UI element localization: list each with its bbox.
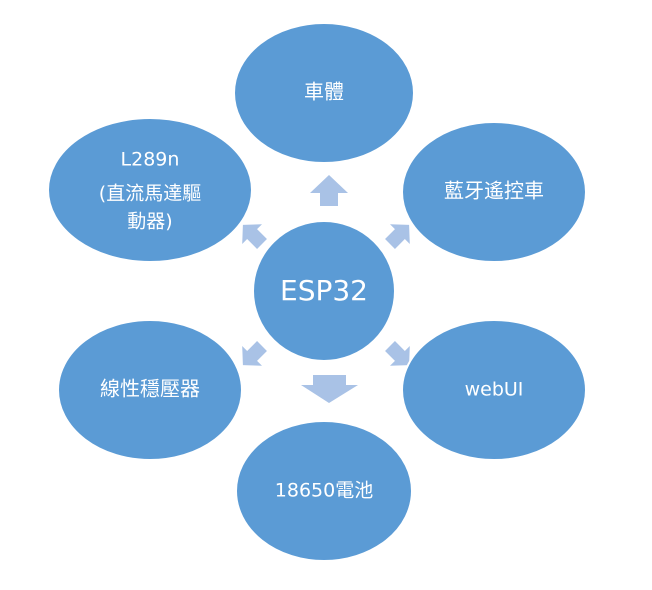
node-top-left-line3: 動器) [127, 211, 172, 233]
node-top-label: 車體 [304, 80, 344, 104]
node-bottom-label: 18650電池 [275, 480, 373, 502]
arrow-to-bottom-right-icon [385, 341, 410, 366]
arrow-to-bottom-icon [301, 375, 358, 403]
node-bottom-right-label: webUI [465, 379, 524, 401]
node-top-left-line1: L289n [121, 149, 180, 171]
node-top: 車體 [233, 22, 415, 164]
node-center-label: ESP32 [280, 274, 368, 307]
node-bottom: 18650電池 [235, 420, 413, 562]
node-top-right-label: 藍牙遙控車 [444, 179, 544, 203]
arrow-to-top-right-icon [385, 224, 410, 249]
node-top-left: L289n (直流馬達驅 動器) [47, 117, 253, 263]
node-bottom-right: webUI [401, 319, 587, 461]
arrow-to-top-icon [310, 175, 348, 206]
node-center: ESP32 [252, 220, 396, 362]
arrow-to-bottom-left-icon [242, 341, 267, 366]
node-bottom-left: 線性穩壓器 [57, 319, 243, 461]
node-top-left-line2: (直流馬達驅 [99, 183, 201, 205]
node-top-right: 藍牙遙控車 [401, 121, 587, 263]
node-bottom-left-label: 線性穩壓器 [100, 377, 200, 401]
arrow-to-top-left-icon [242, 224, 267, 249]
